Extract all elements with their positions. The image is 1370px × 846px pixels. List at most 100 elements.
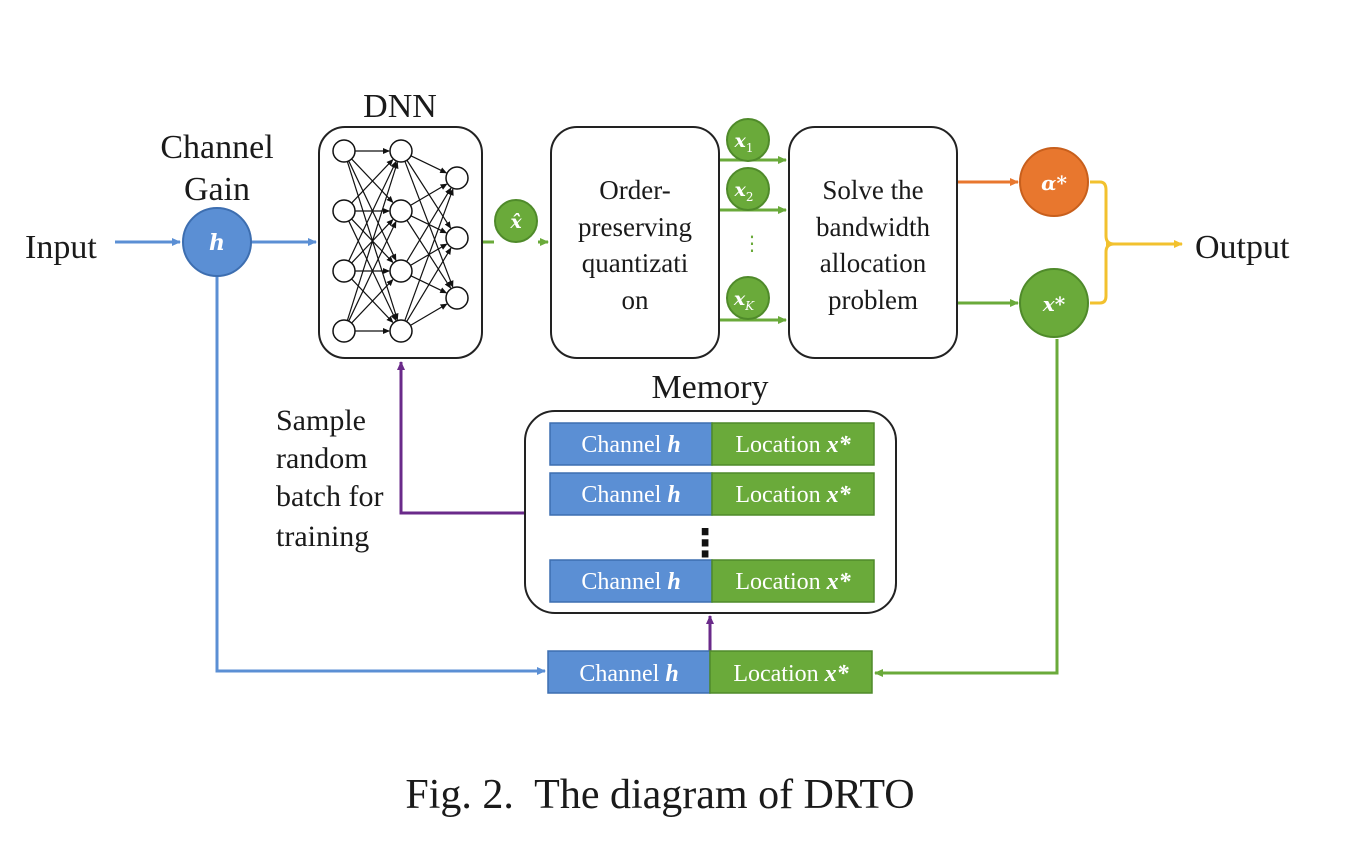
dnn-neuron: [332, 139, 356, 163]
solver-line4: problem: [828, 285, 918, 315]
quantizer-box: [550, 126, 720, 359]
h-to-memory-entry-arrow: [215, 276, 546, 675]
channel-gain-node: h: [182, 207, 252, 277]
dnn-neuron: [389, 199, 413, 223]
dnn-neuron: [332, 259, 356, 283]
x1-symbol: x: [734, 130, 747, 152]
xhat-node: x̂: [494, 199, 538, 243]
alpha-star-node: α*: [1019, 147, 1089, 217]
dnn-neuron: [389, 319, 413, 343]
svg-text:Location x*: Location x*: [735, 482, 851, 508]
solver-line3: allocation: [820, 248, 927, 278]
memory-channel-symbol: h: [667, 569, 680, 595]
channel-gain-label-line2: Gain: [184, 171, 250, 208]
dnn-edge: [348, 160, 397, 262]
dnn-edges: [346, 148, 454, 334]
output-label: Output: [1195, 229, 1290, 266]
memory-row: Channel h Location x*: [549, 472, 875, 516]
svg-text:Channel h: Channel h: [581, 482, 680, 508]
dnn-neuron: [445, 286, 469, 310]
entry-channel-label: Channel: [579, 661, 659, 687]
dnn-edge: [351, 278, 394, 324]
sample-label-line1: Sample: [276, 404, 366, 437]
svg-text:Channel h: Channel h: [581, 569, 680, 595]
memory-location-symbol: x*: [826, 482, 852, 508]
svg-text:Channel h: Channel h: [579, 661, 678, 687]
dnn-edge: [410, 303, 448, 326]
xk-subscript: K: [744, 299, 755, 313]
memory-channel-symbol: h: [667, 432, 680, 458]
sample-label-line2: random: [276, 442, 368, 475]
channel-gain-label-line1: Channel: [160, 129, 273, 166]
memory-location-symbol: x*: [826, 432, 852, 458]
new-memory-entry: Channel h Location x*: [547, 650, 873, 694]
svg-text:x1: x1: [734, 130, 754, 155]
quantizer-block: Order- preserving quantizati on: [550, 126, 720, 359]
input-label: Input: [25, 229, 97, 266]
memory-row: Channel h Location x*: [549, 559, 875, 603]
entry-channel-symbol: h: [665, 661, 678, 687]
alpha-star-symbol: α*: [1041, 171, 1067, 195]
svg-text:xK: xK: [733, 288, 755, 313]
output-brace: [1090, 180, 1180, 305]
dnn-neuron: [445, 166, 469, 190]
sample-label-line4: training: [276, 520, 369, 553]
svg-text:Location x*: Location x*: [735, 569, 851, 595]
xstar-to-memory-entry-arrow: [874, 339, 1059, 677]
svg-text:x2: x2: [734, 179, 754, 204]
dnn-neurons: [332, 139, 469, 343]
memory-location-label: Location: [735, 432, 820, 458]
quantizer-line4: on: [622, 285, 650, 315]
dnn-neuron: [389, 259, 413, 283]
x-star-symbol: x*: [1042, 292, 1066, 316]
dnn-neuron: [445, 226, 469, 250]
x-ellipsis: ⋮: [742, 231, 762, 255]
dnn-edge: [406, 247, 452, 322]
solver-block: Solve the bandwidth allocation problem: [788, 126, 958, 359]
dnn-block: [318, 126, 483, 359]
memory-to-dnn-arrow: [397, 361, 524, 515]
quantizer-line2: preserving: [578, 212, 692, 242]
xk-symbol: x: [733, 288, 746, 310]
x2-node: x2: [726, 167, 770, 211]
memory-channel-label: Channel: [581, 569, 661, 595]
dnn-edge: [406, 187, 452, 262]
xhat-symbol: x̂: [509, 211, 522, 233]
dnn-neuron: [389, 139, 413, 163]
h-symbol: h: [209, 230, 225, 256]
dnn-edge: [410, 183, 448, 206]
solver-line1: Solve the: [822, 175, 923, 205]
dnn-edge: [348, 220, 397, 322]
x1-subscript: 1: [746, 141, 754, 155]
memory-location-symbol: x*: [826, 569, 852, 595]
dnn-edge: [346, 161, 399, 321]
memory-block: Channel h Location x* Channel h Location…: [524, 410, 897, 614]
sample-label-line3: batch for: [276, 480, 383, 513]
svg-text:Location x*: Location x*: [733, 661, 849, 687]
memory-location-label: Location: [735, 482, 820, 508]
xk-node: xK: [726, 276, 770, 320]
memory-channel-label: Channel: [581, 432, 661, 458]
quantizer-line3: quantizati: [582, 248, 688, 278]
memory-label: Memory: [651, 369, 768, 406]
memory-row: Channel h Location x*: [549, 422, 875, 466]
x-star-node: x*: [1019, 268, 1089, 338]
memory-location-label: Location: [735, 569, 820, 595]
solver-line2: bandwidth: [816, 212, 930, 242]
dnn-edge: [404, 188, 454, 321]
dnn-edge: [410, 155, 448, 174]
dnn-edge: [351, 158, 394, 204]
entry-location-label: Location: [733, 661, 818, 687]
x1-node: x1: [726, 118, 770, 162]
quantizer-line1: Order-: [599, 175, 670, 205]
x2-subscript: 2: [746, 190, 754, 204]
memory-ellipsis: ⋮: [686, 521, 724, 565]
dnn-neuron: [332, 199, 356, 223]
figure-caption: Fig. 2. The diagram of DRTO: [405, 772, 914, 818]
svg-text:Channel h: Channel h: [581, 432, 680, 458]
x2-symbol: x: [734, 179, 747, 201]
memory-channel-label: Channel: [581, 482, 661, 508]
memory-channel-symbol: h: [667, 482, 680, 508]
solver-box: [788, 126, 958, 359]
